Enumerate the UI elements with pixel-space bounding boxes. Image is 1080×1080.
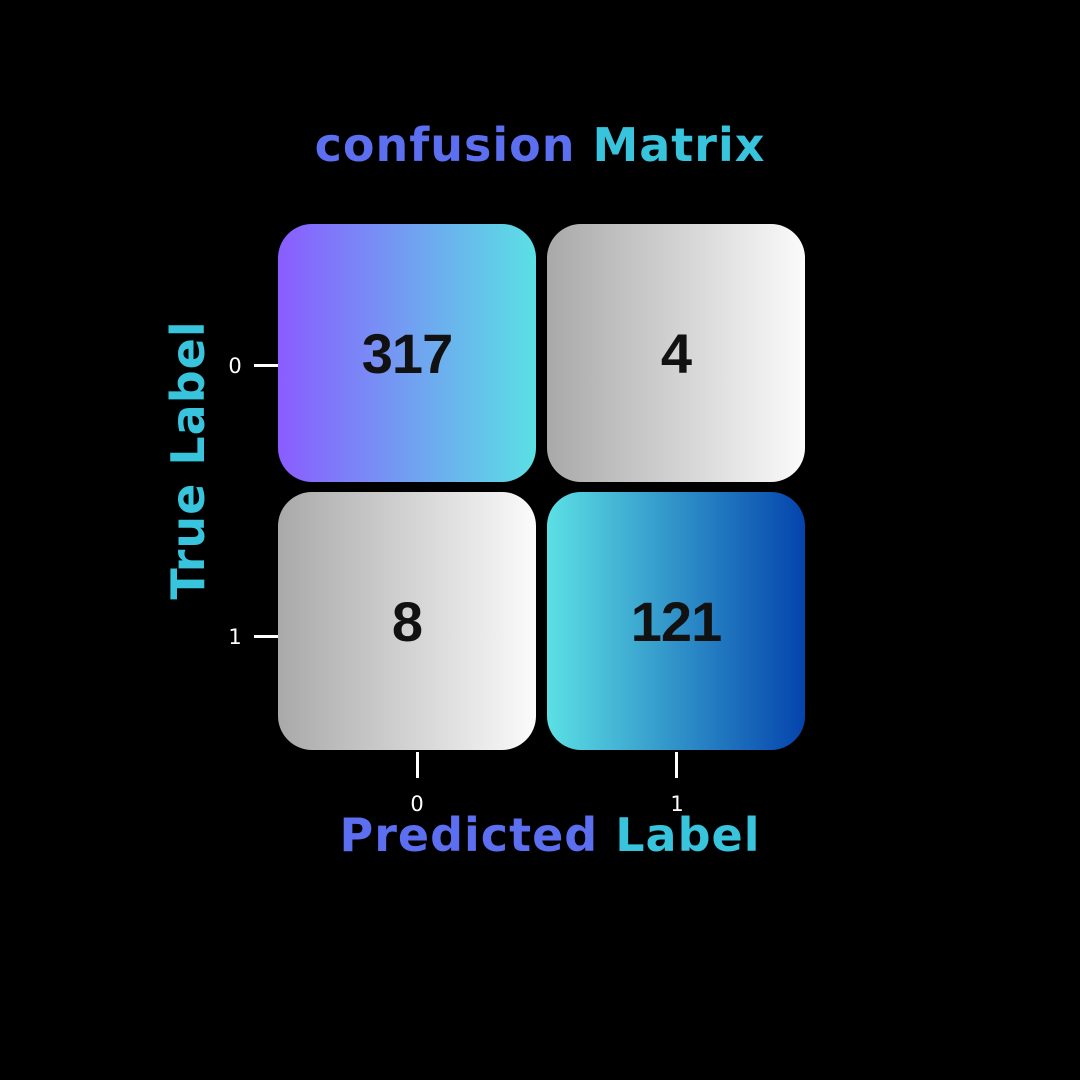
matrix-cell-0-1: 4: [547, 224, 805, 482]
y-tick-0: [254, 364, 278, 367]
y-tick-label-1: 1: [228, 625, 242, 649]
x-tick-label-1: 1: [670, 792, 684, 816]
y-tick-label-0: 0: [228, 354, 242, 378]
y-tick-1: [254, 635, 278, 638]
cell-value-0-0: 317: [361, 321, 453, 385]
chart-title-word-1: confusion: [314, 118, 576, 172]
x-axis-label-word-1: Predicted: [339, 808, 599, 862]
matrix-cell-0-0: 317: [278, 224, 536, 482]
x-tick-0: [416, 752, 419, 778]
matrix-cell-1-1: 121: [547, 492, 805, 750]
chart-title-word-2: Matrix: [592, 118, 766, 172]
cell-value-1-0: 8: [391, 589, 423, 653]
y-axis-label: True Label: [161, 320, 215, 600]
x-axis-label: Predicted Label: [0, 808, 1080, 862]
cell-value-1-1: 121: [630, 589, 722, 653]
x-tick-1: [675, 752, 678, 778]
cell-value-0-1: 4: [660, 321, 692, 385]
matrix-cell-1-0: 8: [278, 492, 536, 750]
x-axis-label-word-2: Label: [615, 808, 761, 862]
x-tick-label-0: 0: [410, 792, 424, 816]
chart-title: confusion Matrix: [0, 118, 1080, 172]
